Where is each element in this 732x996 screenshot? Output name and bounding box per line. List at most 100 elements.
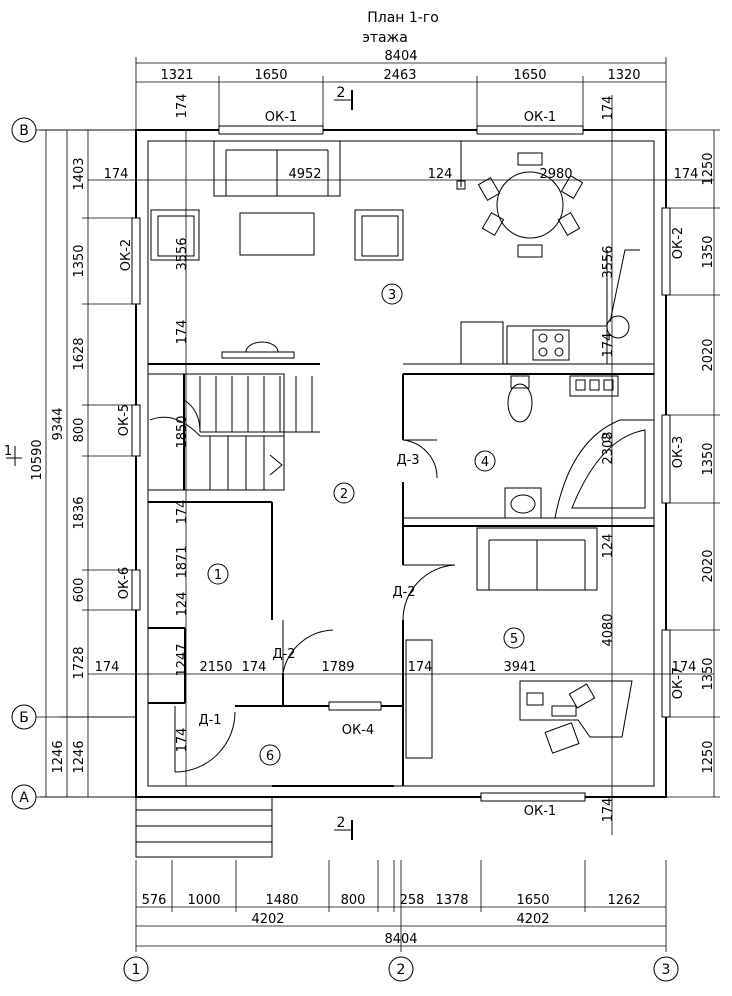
washbasin <box>504 487 542 519</box>
plan-title-line1: План 1-го <box>367 10 439 26</box>
dim-left-seg-4: 800 <box>72 418 87 443</box>
plan-title-line2: этажа <box>362 30 408 46</box>
dim-v-4080: 4080 <box>601 613 616 646</box>
door-d2-hall-swing <box>402 564 456 621</box>
toilet <box>507 383 533 423</box>
dim-right-seg-5: 2020 <box>701 549 716 582</box>
axis-row-b: Б <box>19 710 29 726</box>
dim-v-2308: 2308 <box>601 431 616 464</box>
dim-v-174-top: 174 <box>175 94 190 119</box>
dim-v-174-r2: 174 <box>601 798 616 823</box>
label-d1: Д-1 <box>198 713 221 728</box>
dim-left-seg-3: 1628 <box>72 337 87 370</box>
dim-inner-r2-c: 1789 <box>321 660 354 675</box>
window-ok1-top-right <box>476 125 584 135</box>
room-1-label: 1 <box>214 568 222 583</box>
dim-top-seg-2: 1650 <box>254 68 287 83</box>
window-ok2-right <box>661 207 671 296</box>
window-ok5 <box>131 404 141 457</box>
corner-bathtub <box>554 419 655 519</box>
left-dimensions: 1403 1350 1628 800 1836 600 1728 1246 12… <box>30 129 136 798</box>
dim-top-seg-3: 2463 <box>383 68 416 83</box>
dim-left-total: 10590 <box>30 439 45 480</box>
dim-inner-r2-d: 174 <box>408 660 433 675</box>
dim-top-total: 8404 <box>384 49 417 64</box>
window-ok7 <box>661 629 671 718</box>
door-d3-swing <box>402 439 438 479</box>
dim-left-seg-8: 1246 <box>72 740 87 773</box>
dim-v-174-r1: 174 <box>601 333 616 358</box>
window-ok6 <box>131 569 141 611</box>
section-mark-1: 1 <box>4 444 22 466</box>
desk <box>519 680 633 738</box>
dim-v-1850: 1850 <box>175 415 190 448</box>
stove <box>532 329 570 361</box>
door-d1-swing <box>174 706 236 773</box>
dim-inner-r2-right: 174 <box>672 660 697 675</box>
dim-inner-r1-right: 174 <box>674 167 699 182</box>
label-ok1-top-left: ОК-1 <box>265 110 297 125</box>
axis-col-3: 3 <box>662 962 671 978</box>
kitchen-counter <box>506 325 608 365</box>
dining-table <box>496 171 564 239</box>
staircase <box>149 376 320 490</box>
section-marks-2: 2 2 <box>334 85 353 840</box>
section-2-bottom: 2 <box>337 815 346 831</box>
label-d2-hall: Д-2 <box>392 585 415 600</box>
top-dimensions: 8404 1321 1650 2463 1650 1320 <box>135 49 667 130</box>
dim-inner-r1-mid: 4952 <box>288 167 321 182</box>
dim-bottom-half-left: 4202 <box>251 912 284 927</box>
room-3-label: 3 <box>388 288 396 303</box>
dim-bottom-seg-8: 1262 <box>607 893 640 908</box>
axis-markers: 1 2 3 В Б А <box>11 117 679 982</box>
dim-v-124: 124 <box>175 592 190 617</box>
dim-v-174-b: 174 <box>175 728 190 753</box>
label-d2-room1: Д-2 <box>272 647 295 662</box>
dining-chairs <box>477 152 584 258</box>
label-ok2-right: ОК-2 <box>671 227 686 259</box>
axis-col-2: 2 <box>397 962 406 978</box>
dim-bottom-seg-1: 576 <box>142 893 167 908</box>
dim-v-1871: 1871 <box>175 545 190 578</box>
window-ok1-bottom <box>480 792 586 802</box>
dim-v-174-mid: 174 <box>175 320 190 345</box>
porch-steps <box>135 796 273 858</box>
dim-inner-r2-left: 174 <box>95 660 120 675</box>
dim-v-174-r3: 174 <box>601 96 616 121</box>
bottom-dimensions: 576 1000 1480 800 258 1378 1650 1262 420… <box>135 860 667 952</box>
dim-left-seg-1: 1403 <box>72 157 87 190</box>
dim-top-seg-1: 1321 <box>160 68 193 83</box>
coffee-table <box>239 212 315 256</box>
dim-left-seg-7: 1728 <box>72 646 87 679</box>
room-labels: 3 2 4 1 5 6 <box>207 283 525 766</box>
axis-row-v: В <box>19 123 29 139</box>
dim-right-seg-7: 1250 <box>701 740 716 773</box>
door-d2-room1-swing <box>282 620 334 674</box>
dim-bottom-total: 8404 <box>384 932 417 947</box>
dim-top-seg-5: 1320 <box>607 68 640 83</box>
dim-inner-r1-b: 2980 <box>539 167 572 182</box>
dim-bottom-seg-2: 1000 <box>187 893 220 908</box>
room-4-label: 4 <box>481 455 489 470</box>
window-ok1-top-left <box>218 125 324 135</box>
dim-inner-r2-b: 174 <box>242 660 267 675</box>
axis-row-a: А <box>19 790 29 806</box>
inner-dimensions: 174 4952 124 2980 174 174 2150 174 1789 … <box>88 94 714 835</box>
tv-stand <box>221 351 295 359</box>
desk-chair <box>544 722 580 754</box>
dim-bottom-seg-7: 1650 <box>516 893 549 908</box>
dim-right-seg-1: 1250 <box>701 152 716 185</box>
dim-v-174-a: 174 <box>175 500 190 525</box>
furniture <box>135 140 655 858</box>
armchair-left <box>150 209 200 261</box>
dim-right-seg-3: 2020 <box>701 338 716 371</box>
dim-bottom-seg-5: 258 <box>400 893 425 908</box>
dim-inner-r1-left: 174 <box>104 167 129 182</box>
label-ok4: ОК-4 <box>342 723 374 738</box>
label-ok3: ОК-3 <box>671 436 686 468</box>
window-ok2-left <box>131 217 141 305</box>
dim-inner-r1-a: 124 <box>428 167 453 182</box>
window-ok4 <box>328 701 382 711</box>
dim-left-seg-2: 1350 <box>72 244 87 277</box>
